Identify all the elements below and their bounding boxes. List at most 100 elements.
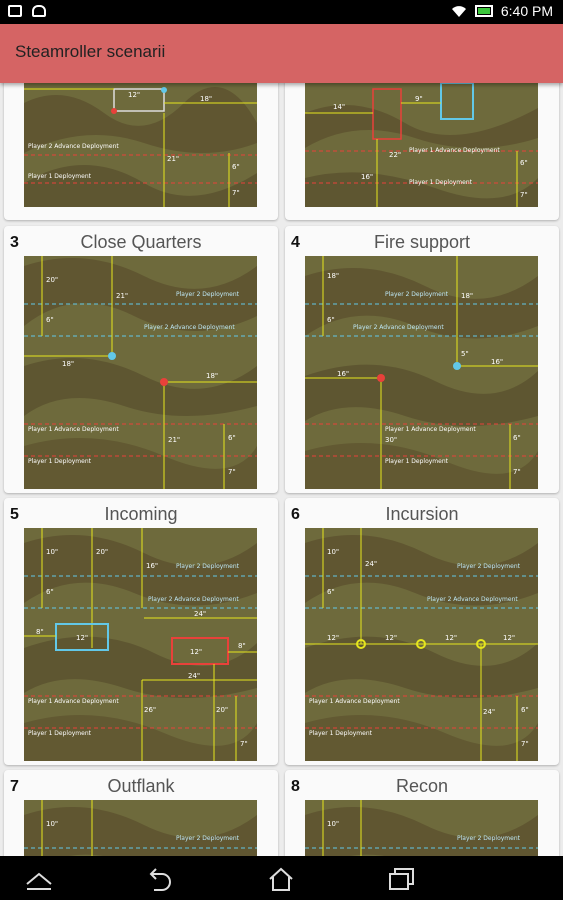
map-label: Player 2 Advance Deployment [148, 596, 239, 603]
map-measure: 6" [228, 434, 236, 442]
android-notification-icon [32, 5, 46, 17]
map-measure: 6" [327, 316, 335, 324]
map-label: Player 1 Deployment [409, 179, 473, 186]
map-measure: 6" [232, 163, 240, 171]
scenario-card-8[interactable]: 8 Recon Player 2 Deployment 10" [285, 770, 559, 856]
map-label: Player 1 Deployment [28, 458, 92, 465]
scenario-title: Recon [395, 776, 449, 796]
scenario-title: Fire support [373, 232, 471, 252]
map-measure: 5" [461, 350, 469, 358]
map-measure: 24" [483, 708, 496, 716]
app-title: Steamroller scenarii [15, 42, 166, 61]
scenario-card-2[interactable]: Player 1 Advance Deployment Player 1 Dep… [285, 83, 559, 220]
map-label: Player 2 Advance Deployment [427, 596, 518, 603]
map-label: Player 1 Advance Deployment [385, 426, 476, 433]
map-measure: 18" [461, 292, 474, 300]
map-measure: 12" [190, 648, 203, 656]
home-icon[interactable] [266, 866, 296, 892]
map-1-svg [24, 83, 257, 207]
map-4-svg [305, 256, 538, 489]
map-label: Player 2 Deployment [457, 563, 521, 570]
map-3-svg [24, 256, 257, 489]
map-label: Player 1 Deployment [385, 458, 449, 465]
scenario-map-1: Player 2 Advance Deployment Player 1 Dep… [24, 83, 257, 207]
scenario-card-6[interactable]: 6 Incursion Player 2 Deploy [285, 498, 559, 765]
map-label: Player 2 Deployment [176, 563, 240, 570]
battery-icon [474, 5, 493, 17]
map-measure: 18" [327, 272, 340, 280]
app-bar: Steamroller scenarii [0, 24, 563, 83]
scenario-number: 3 [10, 234, 19, 251]
scenario-card-4[interactable]: 4 Fire support Player 2 Dep [285, 226, 559, 493]
scenario-number: 8 [291, 778, 300, 795]
scenario-number: 6 [291, 506, 300, 523]
map-measure: 21" [168, 436, 181, 444]
map-measure: 7" [228, 468, 236, 476]
map-label: Player 1 Advance Deployment [309, 698, 400, 705]
wifi-icon [451, 6, 466, 17]
map-measure: 6" [520, 159, 528, 167]
map-measure: 10" [327, 548, 340, 556]
back-icon[interactable] [146, 866, 176, 892]
map-measure: 20" [216, 706, 229, 714]
map-label: Player 2 Advance Deployment [144, 324, 235, 331]
scenario-map-6: Player 2 Deployment Player 2 Advance Dep… [305, 528, 538, 761]
scenario-map-5: Player 2 Deployment Player 2 Advance Dep… [24, 528, 257, 761]
scenario-card-7[interactable]: 7 Outflank Player 2 Deployment 10" [4, 770, 278, 856]
map-label: Player 2 Deployment [176, 835, 240, 842]
map-measure: 30" [385, 436, 398, 444]
scenario-grid[interactable]: Player 2 Advance Deployment Player 1 Dep… [0, 83, 563, 856]
scenario-title: Incursion [385, 504, 459, 524]
status-time: 6:40 PM [500, 3, 553, 19]
map-label: Player 2 Deployment [176, 291, 240, 298]
scenario-title: Incoming [104, 504, 178, 524]
scenario-title: Outflank [107, 776, 175, 796]
map-measure: 10" [46, 548, 59, 556]
map-measure: 21" [167, 155, 180, 163]
map-measure: 6" [46, 316, 54, 324]
map-measure: 12" [385, 634, 398, 642]
map-measure: 24" [194, 610, 207, 618]
scenario-number: 7 [10, 778, 19, 795]
home-up-icon[interactable] [24, 866, 54, 892]
scenario-card-1[interactable]: Player 2 Advance Deployment Player 1 Dep… [4, 83, 278, 220]
map-measure: 16" [146, 562, 159, 570]
map-label: Player 1 Deployment [28, 730, 92, 737]
scenario-map-7: Player 2 Deployment 10" [24, 800, 257, 856]
map-measure: 9" [415, 95, 423, 103]
recents-icon[interactable] [386, 866, 416, 892]
map-measure: 20" [46, 276, 59, 284]
map-measure: 24" [365, 560, 378, 568]
scenario-card-3[interactable]: 3 Close Quarters Player 2 D [4, 226, 278, 493]
map-measure: 16" [337, 370, 350, 378]
navigation-bar [0, 856, 563, 900]
scenario-map-8: Player 2 Deployment 10" [305, 800, 538, 856]
map-measure: 21" [116, 292, 129, 300]
scenario-title: Close Quarters [80, 232, 202, 252]
map-measure: 7" [232, 189, 240, 197]
map-label: Player 1 Advance Deployment [409, 147, 500, 154]
map-label: Player 1 Deployment [309, 730, 373, 737]
gallery-notification-icon [8, 5, 22, 17]
map-measure: 6" [46, 588, 54, 596]
scenario-map-2: Player 1 Advance Deployment Player 1 Dep… [305, 83, 538, 207]
map-measure: 14" [333, 103, 346, 111]
scenario-map-3: Player 2 Deployment Player 2 Advance Dep… [24, 256, 257, 489]
map-label: Player 2 Deployment [385, 291, 449, 298]
map-measure: 6" [513, 434, 521, 442]
map-label: Player 1 Advance Deployment [28, 426, 119, 433]
map-measure: 20" [96, 548, 109, 556]
map-measure: 12" [445, 634, 458, 642]
map-6-svg [305, 528, 538, 761]
scenario-number: 4 [291, 234, 300, 251]
scenario-card-5[interactable]: 5 Incoming [4, 498, 278, 765]
map-measure: 18" [206, 372, 219, 380]
map-measure: 22" [389, 151, 402, 159]
map-measure: 7" [513, 468, 521, 476]
map-label: Player 2 Advance Deployment [28, 143, 119, 150]
status-bar: 6:40 PM [0, 0, 563, 24]
map-2-svg [305, 83, 538, 207]
map-measure: 7" [240, 740, 248, 748]
map-label: Player 2 Advance Deployment [353, 324, 444, 331]
map-measure: 10" [46, 820, 59, 828]
